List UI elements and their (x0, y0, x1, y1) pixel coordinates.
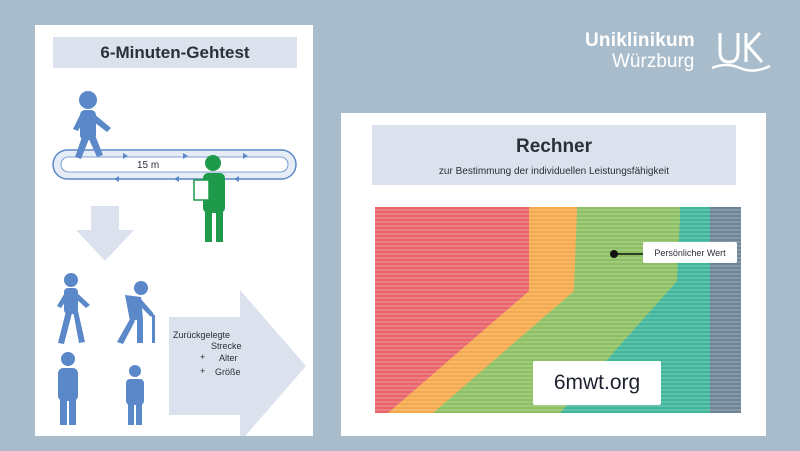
input-plus-2: + (200, 366, 206, 376)
logo-line2: Würzburg (612, 51, 695, 72)
right-arrow-icon (169, 290, 306, 436)
logo-line1: Uniklinikum (585, 30, 695, 51)
input-plus-1: + (200, 352, 206, 362)
down-arrow-icon (76, 206, 134, 261)
track-length-label: 15 m (137, 160, 159, 171)
input-label-height: Größe (215, 367, 241, 377)
personal-value-marker (610, 250, 618, 258)
track-direction-arrows (114, 153, 248, 182)
walking-person-icon (73, 91, 111, 159)
calculator-title: Rechner (515, 135, 593, 157)
clipboard-icon (193, 179, 210, 201)
uniklinikum-logo: Uniklinikum Würzburg (585, 30, 785, 80)
personal-value-callout: Persönlicher Wert (643, 242, 737, 263)
person-small-icon (126, 365, 144, 425)
elderly-person-with-cane-icon (117, 281, 155, 344)
zone-red (375, 207, 529, 413)
adult-person-icon (57, 273, 90, 344)
website-url: 6mwt.org (533, 361, 661, 405)
input-label-distance-2: Strecke (211, 341, 242, 351)
walking-track-inner (60, 156, 289, 173)
walking-test-panel: 6-Minuten-Gehtest 15 m (35, 25, 313, 436)
input-label-age: Alter (219, 353, 238, 363)
input-label-distance-1: Zurückgelegte (173, 330, 231, 340)
calculator-panel: Rechner zur Bestimmung der individuellen… (341, 113, 766, 436)
walking-test-title: 6-Minuten-Gehtest (53, 37, 297, 68)
calculator-subtitle: zur Bestimmung der individuellen Leistun… (438, 165, 670, 177)
calculator-header: Rechner zur Bestimmung der individuellen… (372, 125, 736, 185)
person-height-icon (58, 352, 78, 425)
ukw-emblem-icon (711, 31, 771, 72)
walking-test-illustration: 15 m (52, 91, 306, 436)
